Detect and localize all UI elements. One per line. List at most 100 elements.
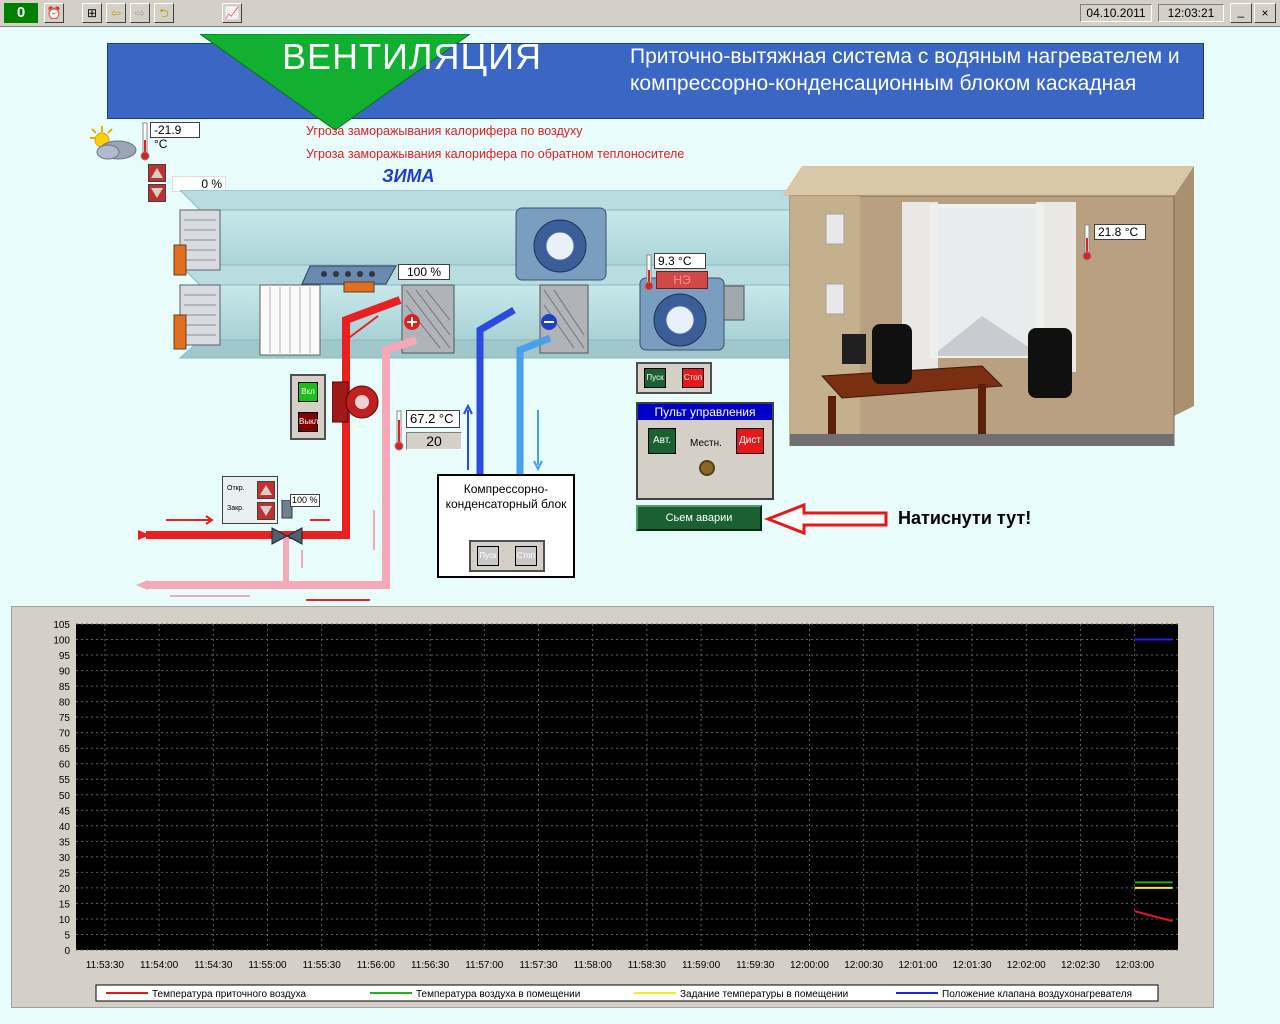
y-tick-label: 30 <box>59 853 71 864</box>
weather-sun-cloud-icon <box>90 126 137 160</box>
y-tick-label: 85 <box>59 682 71 693</box>
exhaust-fan <box>515 207 607 281</box>
y-tick-label: 55 <box>59 775 71 786</box>
room-temp-value: 21.8 °C <box>1094 224 1146 240</box>
trend-chart-icon[interactable]: 📈 <box>222 3 242 23</box>
valve-open-button[interactable] <box>257 481 275 499</box>
x-tick-label: 11:59:30 <box>736 960 775 971</box>
y-tick-label: 105 <box>53 620 70 631</box>
page-title: ВЕНТИЛЯЦИЯ <box>282 36 543 77</box>
pump-on-button[interactable]: Вкл <box>298 382 318 402</box>
arrow-pointer-icon <box>764 502 888 536</box>
supply-fan <box>639 277 745 351</box>
supply-status-indicator: НЭ <box>656 271 708 289</box>
alarm-clock-icon[interactable]: ⏰ <box>44 3 64 23</box>
damper-down-button[interactable] <box>148 184 166 202</box>
x-tick-label: 12:01:30 <box>953 960 992 971</box>
y-tick-label: 75 <box>59 713 71 724</box>
x-tick-label: 12:01:00 <box>898 960 937 971</box>
time-field: 12:03:21 <box>1158 4 1224 22</box>
close-button[interactable]: × <box>1254 3 1276 23</box>
home-arrow-icon[interactable]: ⮌ <box>154 3 174 23</box>
x-tick-label: 12:00:00 <box>790 960 829 971</box>
water-piping <box>136 296 552 601</box>
legend-label: Задание температуры в помещении <box>680 989 848 1000</box>
forward-arrow-icon[interactable]: ⇨ <box>130 3 150 23</box>
legend-label: Температура воздуха в помещении <box>416 989 580 1000</box>
compressor-stop-button[interactable]: Стоп <box>515 546 537 566</box>
x-tick-label: 12:02:00 <box>1007 960 1046 971</box>
valve-close-button[interactable] <box>257 502 275 520</box>
back-arrow-icon[interactable]: ⇦ <box>106 3 126 23</box>
compressor-unit-title: Компрессорно-конденсаторный блок <box>445 482 567 511</box>
x-tick-label: 11:59:00 <box>682 960 721 971</box>
compressor-unit-box: Компрессорно-конденсаторный блок Пуск Ст… <box>437 474 575 578</box>
alarm-counter[interactable]: 0 <box>4 3 38 23</box>
trend-chart[interactable]: 0510152025303540455055606570758085909510… <box>12 607 1213 1007</box>
x-tick-label: 12:03:00 <box>1115 960 1154 971</box>
mode-indicator-lamp <box>699 460 715 476</box>
y-tick-label: 65 <box>59 744 71 755</box>
fan-stop-button[interactable]: Стоп <box>682 368 704 388</box>
damper-position-value: 0 % <box>172 176 226 192</box>
y-tick-label: 100 <box>53 636 70 647</box>
three-way-valve-icon <box>271 500 303 545</box>
plot-area <box>76 624 1178 950</box>
ventilation-duct <box>173 190 832 359</box>
fan-control-box: Пуск Стоп <box>636 362 712 394</box>
x-tick-label: 11:55:00 <box>248 960 287 971</box>
x-tick-label: 11:54:00 <box>140 960 179 971</box>
intake-dampers <box>173 209 221 350</box>
legend-label: Положение клапана воздухонагревателя <box>942 989 1132 1000</box>
alarm-reset-button[interactable]: Сьем аварии <box>636 505 762 531</box>
x-tick-label: 11:55:30 <box>303 960 342 971</box>
y-tick-label: 70 <box>59 729 71 740</box>
x-tick-label: 11:58:30 <box>628 960 667 971</box>
control-panel: Пульт управления Авт. Местн. Дист <box>636 402 774 500</box>
return-water-setpoint-field[interactable]: 20 <box>406 432 462 450</box>
y-tick-label: 50 <box>59 791 71 802</box>
damper-up-button[interactable] <box>148 164 166 182</box>
y-tick-label: 5 <box>64 930 70 941</box>
page-subtitle: Приточно-вытяжная система с водяным нагр… <box>630 45 1180 95</box>
y-tick-label: 0 <box>64 946 70 957</box>
chart-legend <box>95 984 1159 1002</box>
x-tick-label: 11:57:30 <box>519 960 558 971</box>
header-triangle <box>200 34 470 130</box>
x-tick-label: 12:00:30 <box>844 960 883 971</box>
series-line <box>1134 910 1173 923</box>
y-tick-label: 90 <box>59 667 71 678</box>
y-tick-label: 60 <box>59 760 71 771</box>
alarm-reset-hint: Натиснути тут! <box>898 508 1032 528</box>
x-tick-label: 11:56:30 <box>411 960 450 971</box>
supply-thermometer-icon <box>644 254 654 291</box>
y-tick-label: 95 <box>59 651 71 662</box>
mode-remote-button[interactable]: Дист <box>736 428 764 454</box>
minimize-button[interactable]: _ <box>1230 3 1252 23</box>
y-tick-label: 35 <box>59 837 71 848</box>
compressor-control-box: Пуск Стоп <box>469 540 545 572</box>
freeze-warning-water: Угроза заморажывания калорифера по обрат… <box>306 147 685 161</box>
return-water-temp-value: 67.2 °C <box>406 410 460 428</box>
valve-close-label: Закр. <box>227 505 245 512</box>
return-water-thermometer-icon <box>394 410 404 451</box>
valve-position-value: 100 % <box>290 494 320 507</box>
control-panel-title: Пульт управления <box>638 404 772 420</box>
y-tick-label: 40 <box>59 822 71 833</box>
supply-temp-value: 9.3 °C <box>654 253 706 269</box>
top-toolbar: 0 ⏰ ⊞ ⇦ ⇨ ⮌ 📈 04.10.2011 12:03:21 _ × <box>0 0 1280 27</box>
compressor-start-button[interactable]: Пуск <box>477 546 499 566</box>
fan-start-button[interactable]: Пуск <box>644 368 666 388</box>
circulation-pump-icon[interactable] <box>332 372 382 430</box>
heater-actuator <box>301 265 397 293</box>
x-tick-label: 12:02:30 <box>1061 960 1100 971</box>
outdoor-thermometer-icon <box>140 122 150 161</box>
mode-auto-button[interactable]: Авт. <box>648 428 676 454</box>
y-tick-label: 20 <box>59 884 71 895</box>
room-illustration <box>782 166 1194 446</box>
tree-icon[interactable]: ⊞ <box>82 3 102 23</box>
pump-control-box: Вкл Выкл <box>290 374 326 440</box>
x-tick-label: 11:58:00 <box>574 960 613 971</box>
pump-off-button[interactable]: Выкл <box>298 412 318 432</box>
